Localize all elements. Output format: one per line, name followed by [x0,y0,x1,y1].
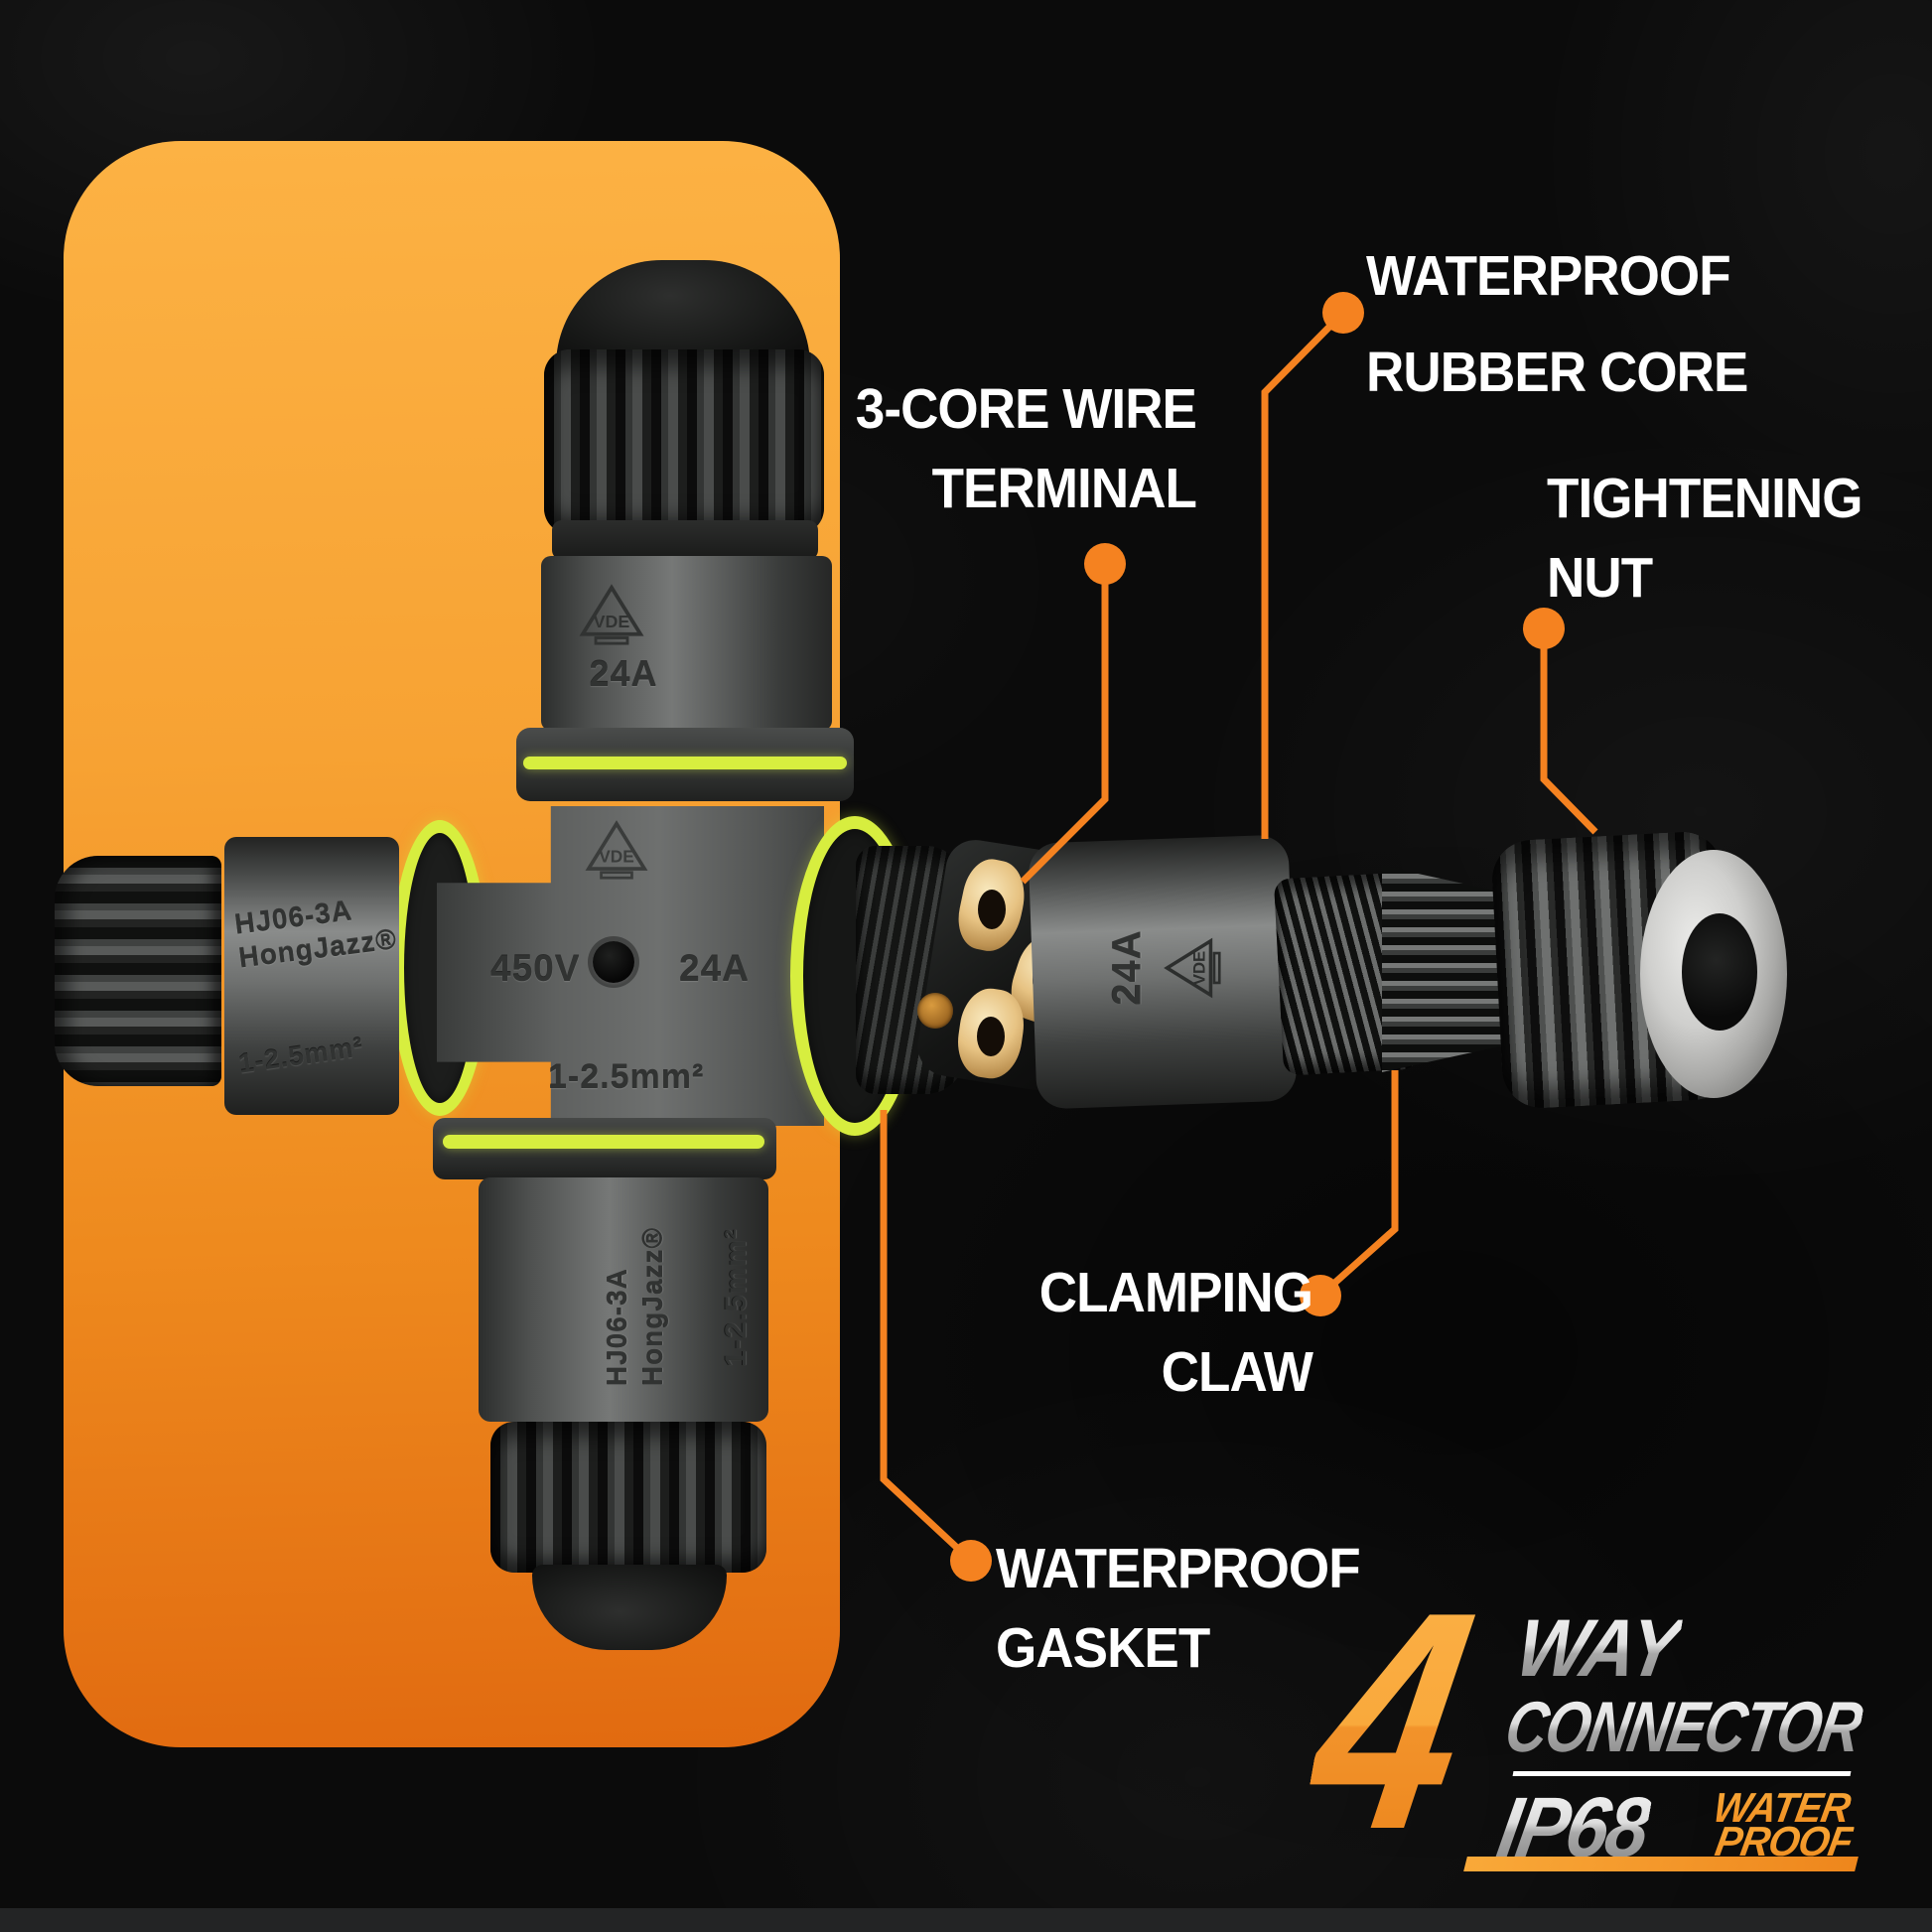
marking-center-wire: 1-2.5mm² [548,1058,705,1096]
center-screw-hole [593,941,634,983]
vde-mark-icon: VDE [1164,937,1221,999]
label-line: NUT [1547,546,1653,610]
callout-line-gasket [880,1110,974,1564]
label-3-core-wire-terminal: 3-CORE WIRE TERMINAL [846,369,1197,528]
callout-line-wire-terminal [1020,564,1109,885]
svg-text:VDE: VDE [599,847,634,867]
label-line: RUBBER CORE [1366,341,1748,404]
label-line: TIGHTENING [1547,467,1863,530]
top-hex-body [541,556,832,731]
bottom-hex-body [479,1177,768,1422]
top-gland-nut-ribs [544,349,824,534]
label-clamping-claw: CLAMPING CLAW [1027,1253,1313,1412]
top-gasket-line [523,757,847,769]
marking-center-current: 24A [679,948,750,989]
label-waterproof-gasket: WATERPROOF GASKET [996,1529,1361,1688]
vde-mark-icon: VDE [579,584,644,645]
label-tightening-nut: TIGHTENING NUT [1547,459,1863,618]
marking-center-voltage: 450V [490,948,581,989]
label-line: TERMINAL [931,457,1197,520]
marking-top-current: 24A [589,653,658,694]
callout-line-tightening-nut [1540,628,1598,835]
logo-underline-bar [1463,1857,1859,1871]
bottom-gland-nut-ribs [490,1422,766,1573]
terminal-hole-1 [978,890,1006,929]
callout-dot-gasket [950,1540,992,1582]
svg-text:VDE: VDE [1189,951,1208,985]
bottom-strip [0,1908,1932,1932]
label-line: CLAW [1161,1340,1313,1404]
bottom-gland-cap [532,1565,727,1650]
bottom-gasket-line [443,1135,764,1149]
callout-line-clamping-claw [1317,1070,1399,1299]
callout-dot-wire-terminal [1084,543,1126,585]
logo-connector: CONNECTOR [1499,1688,1867,1767]
terminal-hole-3 [977,1017,1005,1056]
callout-line-rubber-core [1261,310,1346,839]
label-line: CLAMPING [1038,1261,1313,1324]
logo-way: WAY [1509,1603,1686,1694]
svg-text:VDE: VDE [594,612,630,631]
label-waterproof-rubber-core: WATERPROOF RUBBER CORE [1366,228,1748,421]
terminal-screw [917,993,953,1029]
logo-divider [1512,1771,1852,1776]
product-logo: 4 WAY CONNECTOR IP68 WATER PROOF [1291,1549,1884,1894]
left-gland-cap-ribs [55,856,221,1086]
top-gland-nut-base [552,520,818,560]
tightening-nut-hole [1682,913,1757,1031]
callout-dot-rubber-core [1322,292,1364,334]
label-line: WATERPROOF [1366,244,1731,308]
callout-dot-tightening-nut [1523,608,1565,649]
label-line: WATERPROOF [996,1537,1361,1600]
label-line: 3-CORE WIRE [855,377,1197,441]
left-hex-body [224,837,399,1115]
label-line: GASKET [996,1616,1210,1680]
vde-mark-icon: VDE [585,820,648,880]
bottom-flange [433,1118,776,1179]
callout-dot-clamping-claw [1300,1275,1341,1316]
